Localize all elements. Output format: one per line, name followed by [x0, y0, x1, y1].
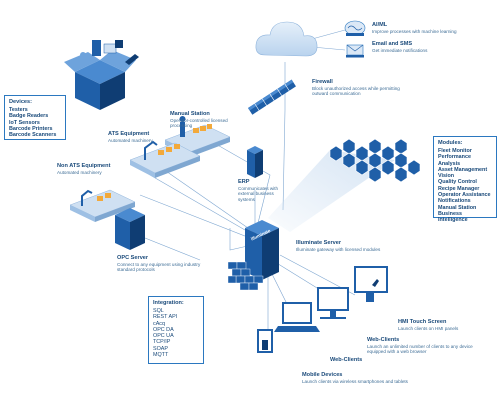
modules-item: Operator Assistance [438, 192, 491, 199]
erp-server-icon [247, 146, 263, 178]
ats-equipment-desc: Automated machinery [108, 138, 153, 143]
devices-item: Badge Readers [9, 113, 49, 120]
hmi-touch-screen-icon [354, 266, 388, 302]
integration-item: REST API [153, 314, 178, 321]
opc-server-icon [115, 208, 145, 250]
opc-server-desc: Connect to any equipment using industry … [117, 262, 201, 273]
manual-station-title: Manual Station [170, 111, 210, 117]
integration-item: SOAP [153, 345, 168, 352]
devices-item: Barcode Scanners [9, 132, 57, 139]
laptop-icon [274, 302, 320, 332]
ai-ml-desc: Improve processes with machine learning [372, 29, 457, 34]
modules-item: Business Intelligence [438, 210, 468, 224]
ats-equipment-icon [129, 140, 201, 178]
firewall-desc: Block unauthorized access while permitti… [312, 86, 400, 97]
ai-brain-icon [344, 20, 366, 36]
non-ats-equipment-desc: Automated machinery [57, 170, 102, 175]
modules-item: Fleet Monitor [438, 148, 472, 154]
manual-station-desc: Operator-controlled licensed processing [170, 118, 228, 129]
illuminate-server-title: Illuminate Server [296, 240, 342, 246]
erp-desc: Communicates with external business syst… [238, 186, 279, 202]
devices-box-icon [64, 40, 139, 110]
ats-equipment-title: ATS Equipment [108, 131, 150, 137]
erp-title: ERP [238, 179, 250, 185]
integration-item: OPC UA [153, 333, 174, 340]
integration-box-title: Integration: [153, 300, 184, 306]
integration-item: cAcq [153, 320, 165, 327]
web-clients-desc: Launch an unlimited number of clients to… [367, 344, 473, 355]
ai-ml-title: AI/ML [372, 22, 388, 28]
firewall-icon [247, 79, 296, 115]
devices-box-title: Devices: [9, 99, 33, 105]
cloud-icon [255, 21, 318, 57]
modules-item: Manual Station [438, 204, 477, 211]
modules-item: Performance Analysis [438, 154, 471, 167]
modules-box: Modules: Fleet Monitor Performance Analy… [433, 136, 497, 223]
modules-box-title: Modules: [438, 140, 463, 146]
firewall-title: Firewall [312, 79, 333, 85]
modules-item: Notifications [438, 198, 471, 205]
web-clients-title: Web-Clients [367, 337, 400, 343]
illuminate-server-desc: Illuminate gateway with licensed modules [296, 247, 381, 252]
integration-item: SQL [153, 308, 164, 314]
integration-item: MQTT [153, 352, 169, 359]
non-ats-equipment-icon [69, 189, 136, 222]
illuminate-server-icon [227, 220, 279, 291]
integration-item: TCP/IP [153, 339, 171, 346]
mobile-devices-desc: Launch clients via wireless smartphones … [302, 379, 408, 384]
integration-item: OPC DA [153, 326, 174, 333]
modules-item: Vision [438, 173, 455, 180]
non-ats-equipment-title: Non ATS Equipment [57, 163, 111, 169]
web-clients-label: Web-Clients [330, 357, 363, 363]
hmi-title: HMI Touch Screen [398, 319, 447, 325]
devices-item: Barcode Printers [9, 125, 53, 132]
hmi-desc: Launch clients on HMI panels [398, 326, 459, 331]
phone-icon [262, 340, 268, 350]
devices-item: IoT Sensors [9, 119, 40, 126]
modules-item: Asset Management [438, 166, 488, 173]
modules-item: Quality Control [438, 179, 477, 186]
opc-server-title: OPC Server [117, 255, 149, 261]
email-sms-desc: Get immediate notifications [372, 48, 428, 53]
email-sms-title: Email and SMS [372, 41, 413, 47]
monitor-icon [317, 287, 349, 319]
module-hexagons [329, 138, 421, 183]
email-icon [346, 44, 364, 58]
devices-item: Testers [9, 107, 28, 113]
mobile-devices-title: Mobile Devices [302, 372, 343, 378]
modules-item: Recipe Manager [438, 185, 480, 192]
devices-box: Devices: Testers Badge Readers IoT Senso… [4, 95, 66, 140]
integration-box: Integration: SQL REST API cAcq OPC DA OP… [148, 296, 204, 364]
